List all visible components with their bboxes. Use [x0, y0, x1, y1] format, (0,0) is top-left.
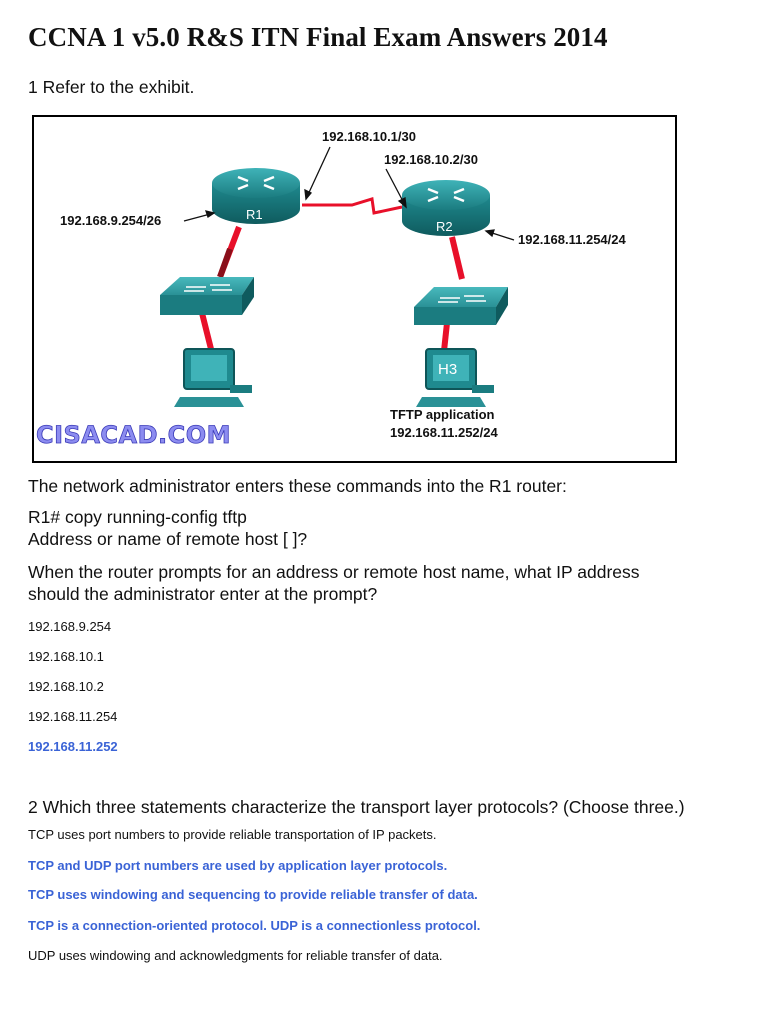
- network-exhibit: R1 R2: [32, 115, 677, 463]
- r2-label: R2: [436, 219, 453, 234]
- ip-r2-serial-label: 192.168.10.2/30: [384, 152, 478, 167]
- switch-1: [160, 277, 254, 315]
- router-r2: R2: [402, 180, 490, 236]
- question-1-text-line-2: should the administrator enter at the pr…: [28, 584, 378, 604]
- ip-r1-lan-label: 192.168.9.254/26: [60, 213, 161, 228]
- q1-option-2: 192.168.10.1: [28, 649, 104, 664]
- serial-link: [302, 197, 403, 215]
- q2-option-5: UDP uses windowing and acknowledgments f…: [28, 948, 443, 963]
- pc-host-1: [174, 348, 252, 407]
- pc-host-h3: H3: [416, 348, 494, 407]
- router-r1: R1: [212, 168, 300, 224]
- question-1-intro: The network administrator enters these c…: [28, 476, 567, 496]
- tftp-app-label: TFTP application: [390, 407, 495, 422]
- question-1-heading: 1 Refer to the exhibit.: [28, 77, 195, 97]
- r1-label: R1: [246, 207, 263, 222]
- ip-r1-serial-label: 192.168.10.1/30: [322, 129, 416, 144]
- command-line-2: Address or name of remote host [ ]?: [28, 529, 308, 549]
- q1-option-4: 192.168.11.254: [28, 709, 118, 724]
- cisacad-watermark: CISACAD.COM: [36, 421, 231, 449]
- switch2-h3-link: [441, 322, 450, 352]
- q2-option-4-correct: TCP is a connection-oriented protocol. U…: [28, 918, 481, 933]
- q2-option-2-correct: TCP and UDP port numbers are used by app…: [28, 858, 448, 873]
- page-title: CCNA 1 v5.0 R&S ITN Final Exam Answers 2…: [28, 22, 608, 52]
- r1-switch-link-dark: [217, 247, 233, 279]
- question-2-heading: 2 Which three statements characterize th…: [28, 797, 685, 817]
- h3-label: H3: [438, 361, 457, 378]
- q1-option-5-correct: 192.168.11.252: [28, 739, 118, 754]
- q2-option-3-correct: TCP uses windowing and sequencing to pro…: [28, 887, 478, 902]
- r2-switch-link: [449, 236, 465, 280]
- q1-option-3: 192.168.10.2: [28, 679, 104, 694]
- network-topology-diagram: R1 R2: [36, 129, 627, 449]
- tftp-ip-label: 192.168.11.252/24: [390, 425, 498, 440]
- command-line-1: R1# copy running-config tftp: [28, 507, 247, 527]
- question-1-text-line-1: When the router prompts for an address o…: [28, 562, 640, 582]
- q1-option-1: 192.168.9.254: [28, 619, 112, 634]
- switch1-pc-link: [199, 312, 215, 354]
- q2-option-1: TCP uses port numbers to provide reliabl…: [28, 827, 437, 842]
- ip-r2-lan-label: 192.168.11.254/24: [518, 232, 626, 247]
- switch-2: [414, 287, 508, 325]
